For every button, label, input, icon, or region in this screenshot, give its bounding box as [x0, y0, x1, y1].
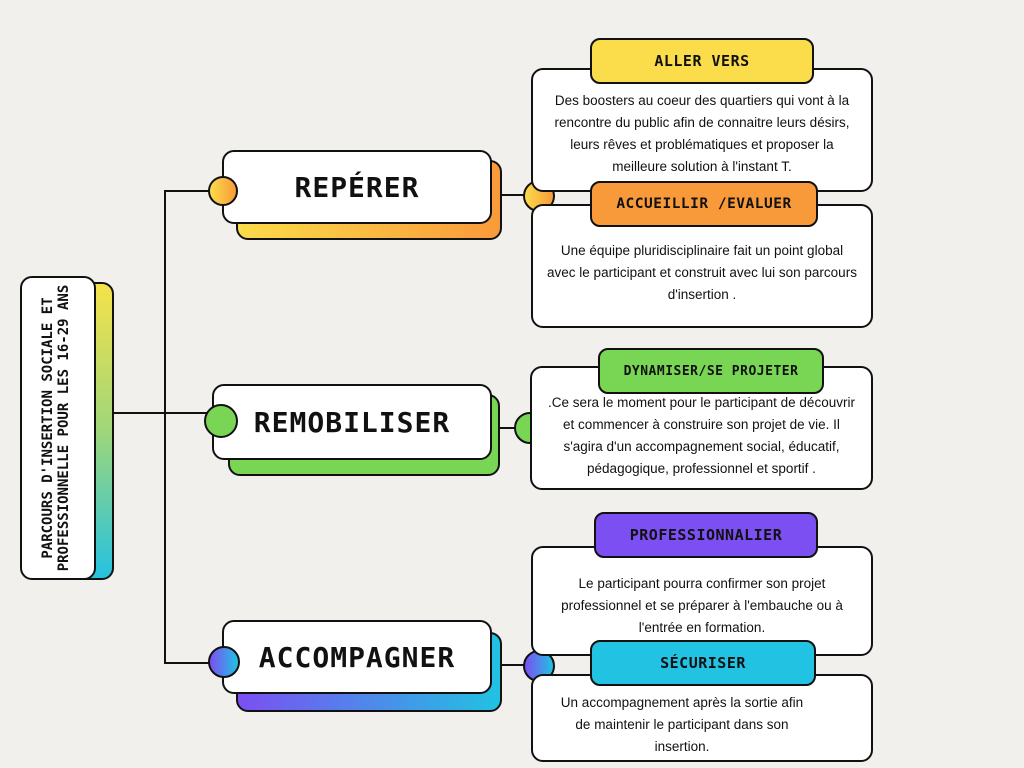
node-accompagner-left [208, 646, 240, 678]
node-remobiliser-left [204, 404, 238, 438]
step-accompagner-label: ACCOMPAGNER [258, 640, 456, 674]
tag-aller-vers: ALLER VERS [590, 38, 814, 84]
connector-reperer-right [492, 194, 526, 196]
step-accompagner: ACCOMPAGNER [222, 620, 492, 694]
connector-to-reperer [164, 190, 224, 192]
connector-accompagner-right [492, 664, 526, 666]
tag-securiser: SÉCURISER [590, 640, 816, 686]
connector-to-accompagner [164, 662, 222, 664]
node-reperer-left [208, 176, 238, 206]
connector-to-remobiliser [164, 412, 210, 414]
desc-securiser: Un accompagnement après la sortie afin d… [531, 674, 873, 762]
tag-professionnalier: PROFESSIONNALIER [594, 512, 818, 558]
diagram-title: PARCOURS D'INSERTION SOCIALE ET PROFESSI… [40, 284, 72, 572]
desc-aller-vers: Des boosters au coeur des quartiers qui … [531, 68, 873, 192]
desc-professionnalier: Le participant pourra confirmer son proj… [531, 546, 873, 656]
connector-vertical-trunk [164, 190, 166, 664]
connector-title-trunk [112, 412, 166, 414]
tag-accueillir-evaluer: ACCUEILLIR /EVALUER [590, 181, 818, 227]
step-reperer-label: REPÉRER [294, 170, 420, 204]
tag-dynamiser: DYNAMISER/SE PROJETER [598, 348, 824, 394]
step-reperer: REPÉRER [222, 150, 492, 224]
step-remobiliser-label: REMOBILISER [253, 405, 451, 439]
step-remobiliser: REMOBILISER [212, 384, 492, 460]
connector-remobiliser-right [492, 427, 518, 429]
title-box [20, 276, 96, 580]
